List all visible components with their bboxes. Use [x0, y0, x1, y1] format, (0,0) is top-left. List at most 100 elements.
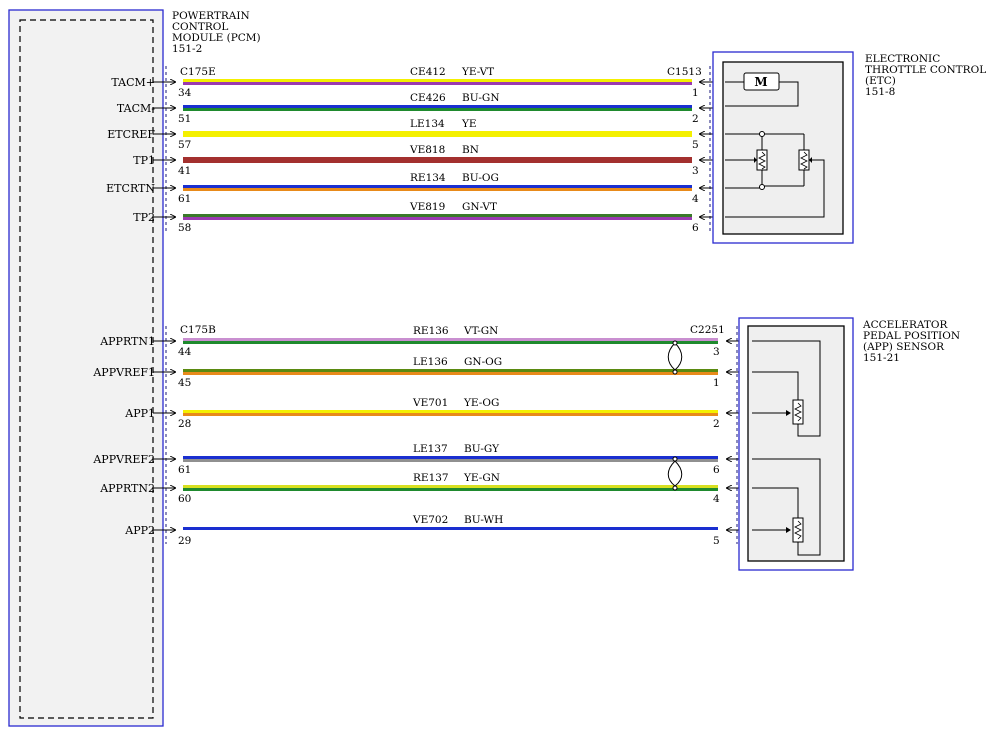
signal-label: APPVREF2 — [92, 453, 155, 466]
wire-stripe-primary — [183, 157, 692, 160]
signal-label: TP1 — [133, 154, 155, 167]
pcm-pin: 58 — [178, 222, 191, 234]
pcm-pin: 28 — [178, 418, 191, 430]
circuit-number: CE426 — [410, 92, 446, 104]
wire-stripe-primary — [183, 214, 692, 217]
wire-stripe-primary — [183, 185, 692, 188]
device-pin: 4 — [713, 493, 720, 505]
wire-stripe-secondary — [183, 108, 692, 111]
pcm-pin: 57 — [178, 139, 191, 151]
pcm-pin: 51 — [178, 113, 191, 125]
circuit-number: CE412 — [410, 66, 446, 78]
app-title-line-2: PEDAL POSITION — [863, 330, 960, 342]
circuit-number: RE134 — [410, 172, 446, 184]
wire-stripe-primary — [183, 485, 718, 488]
etc-pcm-connector-label: C175E — [180, 66, 216, 78]
wire-etcrtn: ETCRTN 61 RE134 BU-OG 4 — [106, 172, 725, 205]
wire-stripe-secondary — [183, 160, 692, 163]
wire-stripe-primary — [183, 527, 718, 530]
wire-stripe-primary — [183, 369, 718, 372]
wire-tacm-minus: TACM- 51 CE426 BU-GN 2 — [117, 92, 725, 125]
pcm-title-line-1: POWERTRAIN — [172, 10, 250, 22]
pcm-pin: 61 — [178, 464, 191, 476]
app-device-connector-label: C2251 — [690, 324, 725, 336]
wire-stripe-secondary — [183, 530, 718, 533]
wire-stripe-primary — [183, 79, 692, 82]
device-pin: 4 — [692, 193, 699, 205]
wire-stripe-secondary — [183, 372, 718, 375]
wire-tacm-plus: TACM+ 34 CE412 YE-VT 1 — [111, 66, 725, 99]
app-title-line-3: (APP) SENSOR — [863, 341, 945, 353]
circuit-number: VE702 — [412, 514, 448, 526]
pcm-title-line-3: MODULE (PCM) — [172, 32, 261, 44]
device-pin: 6 — [692, 222, 699, 234]
motor-icon: M — [754, 75, 767, 89]
device-pin: 3 — [692, 165, 699, 177]
twisted-pair-2 — [667, 460, 683, 487]
wire-apprtn1: APPRTN1 44 RE136 VT-GN 3 — [99, 325, 752, 358]
etc-title-line-4: 151-8 — [865, 86, 895, 98]
circuit-number: RE137 — [413, 472, 449, 484]
app-title-line-4: 151-21 — [863, 352, 900, 364]
signal-label: TACM- — [117, 102, 155, 115]
pcm-pin: 34 — [178, 87, 192, 99]
pcm-pin: 61 — [178, 193, 191, 205]
wire-stripe-secondary — [183, 341, 718, 344]
wire-stripe-secondary — [183, 459, 718, 462]
etc-title-line-2: THROTTLE CONTROL — [865, 64, 986, 76]
wire-color-code: BU-WH — [464, 514, 503, 526]
wire-stripe-secondary — [183, 217, 692, 220]
wire-color-code: YE-VT — [461, 66, 494, 78]
etc-inner-box — [722, 61, 844, 235]
wires: TACM+ 34 CE412 YE-VT 1 TACM- 51 CE426 BU… — [92, 66, 752, 547]
pcm-title-line-4: 151-2 — [172, 43, 202, 55]
wire-stripe-secondary — [183, 413, 718, 416]
app-pcm-connector-label: C175B — [180, 324, 216, 336]
device-pin: 1 — [692, 87, 699, 99]
wire-color-code: VT-GN — [463, 325, 498, 337]
circuit-number: VE701 — [412, 397, 448, 409]
signal-label: ETCRTN — [106, 182, 155, 195]
device-pin: 5 — [692, 139, 699, 151]
signal-label: ETCREF — [107, 128, 155, 141]
pcm-title-line-2: CONTROL — [172, 21, 228, 33]
pcm-module: POWERTRAIN CONTROL MODULE (PCM) 151-2 — [8, 9, 261, 727]
device-pin: 3 — [713, 346, 720, 358]
signal-label: APPVREF1 — [92, 366, 155, 379]
etc-title-line-1: ELECTRONIC — [865, 53, 940, 65]
pcm-pin: 29 — [178, 535, 191, 547]
wire-stripe-secondary — [183, 134, 692, 137]
pcm-pin: 44 — [178, 346, 192, 358]
signal-label: APP1 — [124, 407, 155, 420]
wire-appvref2: APPVREF2 61 LE137 BU-GY 6 — [92, 443, 752, 476]
wire-stripe-secondary — [183, 488, 718, 491]
device-pin: 5 — [713, 535, 720, 547]
pcm-inner-box — [19, 19, 154, 719]
signal-label: APPRTN1 — [99, 335, 155, 348]
circuit-number: RE136 — [413, 325, 449, 337]
circuit-number: LE137 — [413, 443, 448, 455]
etc-title-line-3: (ETC) — [865, 75, 896, 87]
wire-color-code: BU-GY — [464, 443, 500, 455]
wire-color-code: BU-OG — [462, 172, 499, 184]
wire-stripe-primary — [183, 410, 718, 413]
app-sensor-component: ACCELERATOR PEDAL POSITION (APP) SENSOR … — [738, 317, 960, 571]
wire-etcref: ETCREF 57 LE134 YE 5 — [107, 118, 725, 151]
wire-stripe-primary — [183, 456, 718, 459]
wire-color-code: GN-OG — [464, 356, 502, 368]
wire-tp2: TP2 58 VE819 GN-VT 6 — [133, 201, 725, 234]
pcm-pin: 45 — [178, 377, 191, 389]
twisted-pair-markers — [667, 340, 683, 491]
wire-color-code: GN-VT — [462, 201, 497, 213]
circuit-number: VE818 — [409, 144, 445, 156]
wire-stripe-secondary — [183, 188, 692, 191]
pcm-pin: 41 — [178, 165, 191, 177]
wire-appvref1: APPVREF1 45 LE136 GN-OG 1 — [92, 356, 752, 389]
device-pin: 1 — [713, 377, 720, 389]
wire-app1: APP1 28 VE701 YE-OG 2 — [124, 397, 752, 430]
wire-color-code: BN — [462, 144, 479, 156]
wire-color-code: BU-GN — [462, 92, 500, 104]
wire-color-code: YE-GN — [463, 472, 500, 484]
signal-label: APPRTN2 — [99, 482, 155, 495]
